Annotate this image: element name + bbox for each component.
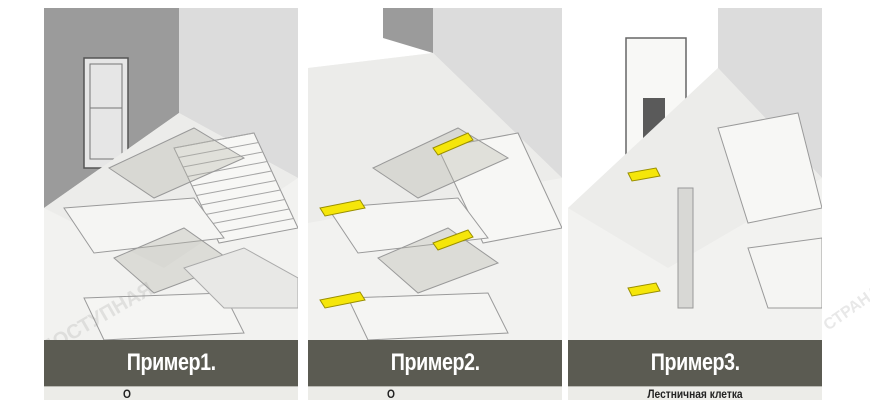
illustration-stair-enclosure [568,8,822,309]
stair-tread [191,170,272,187]
stair-tread [196,180,277,196]
stair-tread [178,142,259,158]
illustration-stairwell-door [44,8,298,340]
example-panel-2: Пример2. О [308,8,562,400]
description-text: О [387,387,395,400]
description-text: Лестничная клетка [647,387,743,400]
tactile-warning-strip [627,167,661,297]
staircase-lower [63,197,245,340]
caption-bar: Пример2. [308,340,562,386]
example-panel-3: Пример3. Лестничная клетка [568,8,822,400]
caption-label: Пример3. [650,349,740,376]
caption-bar: Пример1. [44,340,298,386]
description-strip: Лестничная клетка [568,386,822,400]
tactile-warning-strip [319,132,474,309]
stair-tread [209,208,290,225]
illustration-stairwell-tactile [308,8,562,340]
caption-label: Пример1. [126,349,216,376]
stair-tread [214,218,294,234]
stair-tread [187,161,268,177]
description-strip: О [44,386,298,400]
example-panel-1: ДОСТУПНАЯ Пример1. О [44,8,298,400]
staircase-upper [173,132,298,244]
watermark: СТРАНА [820,283,870,335]
caption-label: Пример2. [390,349,480,376]
door-icon [83,57,129,169]
stair-tread [205,199,285,215]
stair-tread [200,189,281,206]
stair-tread [182,151,263,168]
caption-bar: Пример3. [568,340,822,386]
description-text: О [123,387,131,400]
description-strip: О [308,386,562,400]
